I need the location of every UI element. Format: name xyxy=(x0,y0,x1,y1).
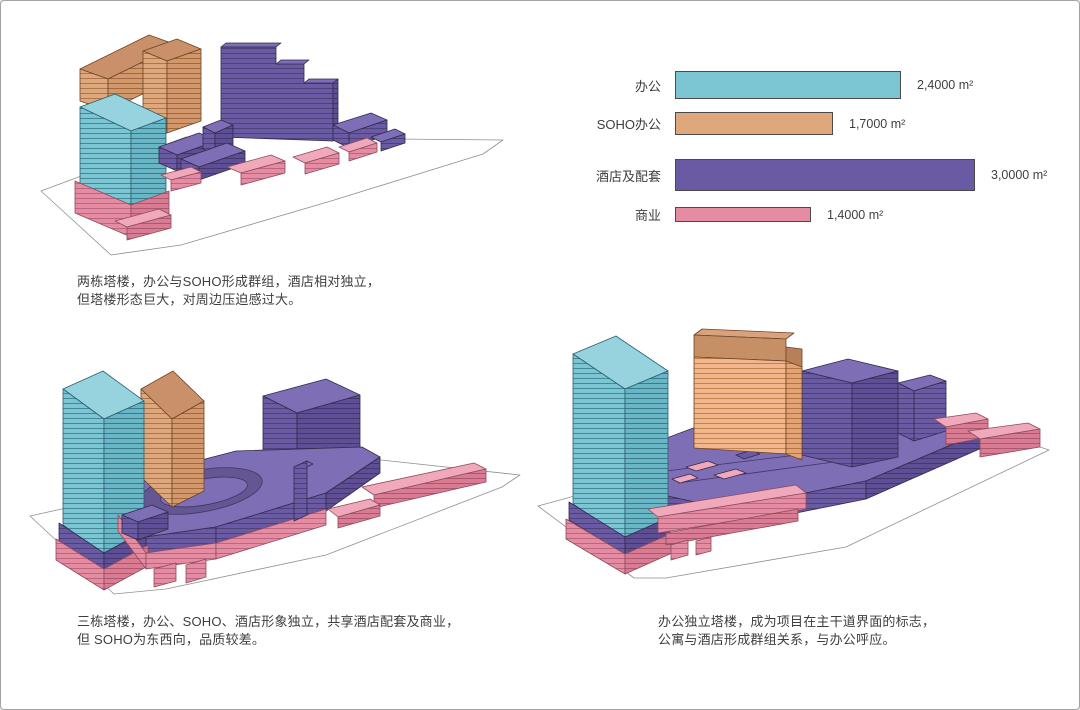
scheme-1-caption: 两栋塔楼，办公与SOHO形成群组，酒店相对独立， 但塔楼形态巨大，对周边压迫感过… xyxy=(77,273,380,308)
scheme-1-caption-line2: 但塔楼形态巨大，对周边压迫感过大。 xyxy=(77,291,302,307)
retail-base xyxy=(565,484,807,575)
legend-row-office: 办公 2,4000 m² xyxy=(561,71,1047,99)
legend-label-soho: SOHO办公 xyxy=(596,117,661,132)
podium-front-box xyxy=(121,460,314,541)
legend-row-soho: SOHO办公 1,7000 m² xyxy=(561,112,1047,135)
legend-bar-hotel xyxy=(675,159,975,191)
legend-label-office: 办公 xyxy=(634,78,661,94)
retail-base xyxy=(55,462,487,591)
area-legend: 办公 2,4000 m² SOHO办公 1,7000 m² 酒店及配套 3,00… xyxy=(561,71,1047,224)
legend-row-retail: 商业 1,4000 m² xyxy=(561,205,1047,224)
soho-block xyxy=(79,34,202,134)
scheme-3-caption-line2: 公寓与酒店形成群组关系，与办公呼应。 xyxy=(658,631,896,647)
apartment-tower xyxy=(693,328,803,461)
retail-strips xyxy=(160,137,378,192)
pink-wedges xyxy=(933,412,1041,458)
legend-value-retail: 1,4000 m² xyxy=(827,207,884,222)
hotel-mass xyxy=(801,358,947,468)
legend-bar-retail xyxy=(675,207,811,222)
legend-value-office: 2,4000 m² xyxy=(917,78,974,92)
legend-value-hotel: 3,0000 m² xyxy=(991,168,1048,182)
massing-scheme-1-diagram xyxy=(40,34,504,256)
legend-label-retail: 商业 xyxy=(634,208,661,223)
legend-bar-office xyxy=(675,71,901,99)
legend-label-hotel: 酒店及配套 xyxy=(595,168,661,184)
hotel-tower xyxy=(220,42,406,152)
soho-tower xyxy=(140,370,205,508)
hotel-podium xyxy=(158,119,246,181)
legend-value-soho: 1,7000 m² xyxy=(849,116,906,131)
office-tower xyxy=(572,335,669,540)
scheme-2-caption-line2: 但 SOHO为东西向，品质较差。 xyxy=(77,631,266,647)
massing-scheme-3-diagram xyxy=(537,328,1050,579)
scheme-2-caption: 三栋塔楼，办公、SOHO、酒店形象独立，共享酒店配套及商业， 但 SOHO为东西… xyxy=(77,613,459,648)
scheme-1-caption-line1: 两栋塔楼，办公与SOHO形成群组，酒店相对独立， xyxy=(77,274,381,289)
legend-bar-soho xyxy=(675,112,833,135)
massing-scheme-2-diagram xyxy=(29,370,521,595)
legend-row-hotel: 酒店及配套 3,0000 m² xyxy=(561,159,1047,191)
scheme-3-caption: 办公独立塔楼，成为项目在主干道界面的标志， 公寓与酒店形成群组关系，与办公呼应。 xyxy=(658,613,935,648)
scheme-3-caption-line1: 办公独立塔楼，成为项目在主干道界面的标志， xyxy=(658,614,936,629)
scheme-2-caption-line1: 三栋塔楼，办公、SOHO、酒店形象独立，共享酒店配套及商业， xyxy=(77,614,460,629)
retail-base xyxy=(74,180,172,241)
